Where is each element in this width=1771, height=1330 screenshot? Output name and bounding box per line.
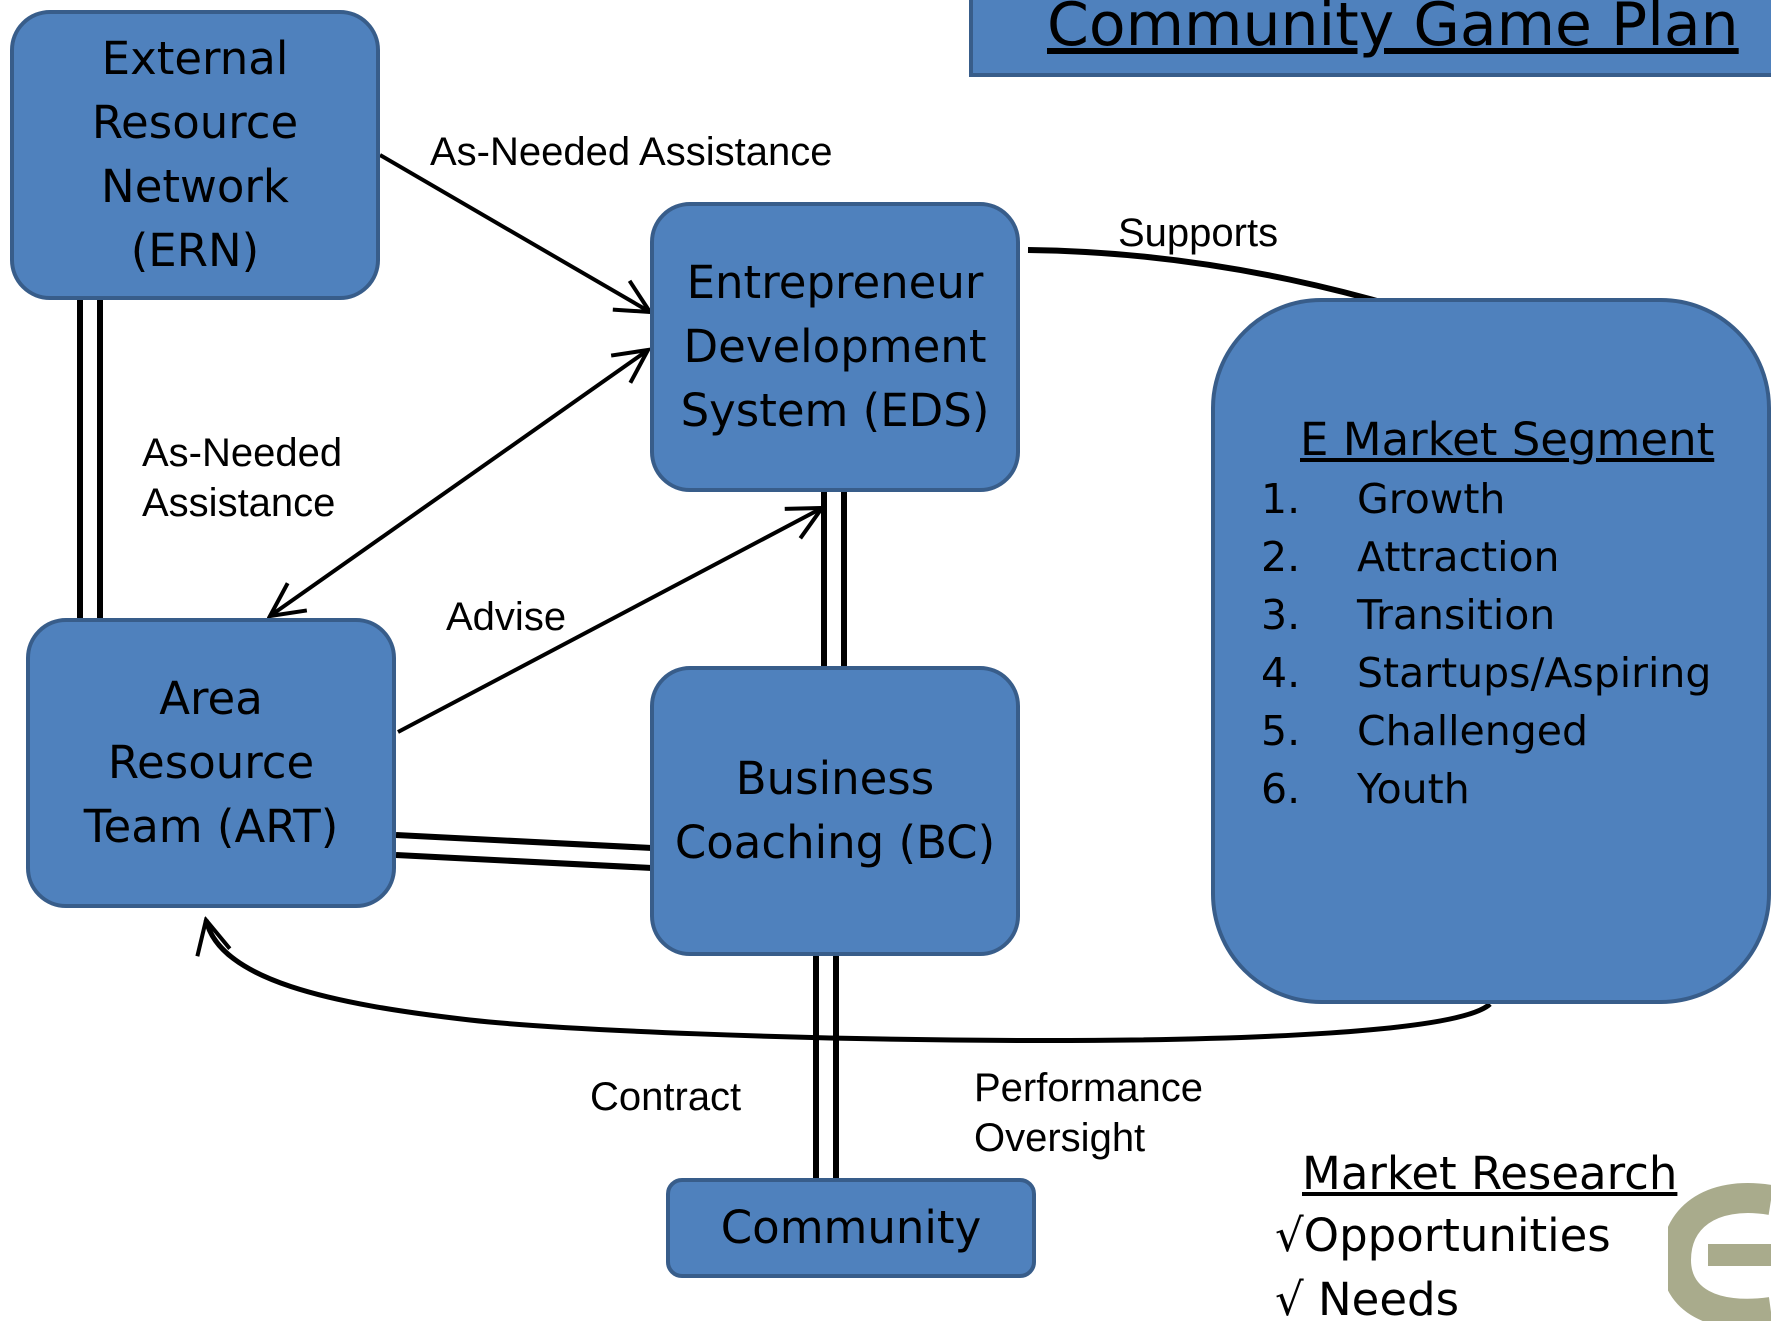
art-line: Team (ART)	[83, 800, 339, 853]
art-box[interactable]: Area Resource Team (ART)	[26, 618, 396, 908]
art-line: Resource	[107, 736, 315, 789]
market-research-item: √ Needs	[1275, 1273, 1460, 1326]
bc-line: Coaching (BC)	[674, 816, 996, 869]
art-line: Area	[159, 672, 263, 725]
market-research-item: √Opportunities	[1275, 1209, 1611, 1262]
segment-item: 5.Challenged	[1261, 707, 1589, 755]
label-supports: Supports	[1118, 211, 1279, 255]
segment-list: 1.Growth 2.Attraction 3.Transition 4.Sta…	[1261, 470, 1711, 818]
market-research-heading: Market Research	[1302, 1147, 1678, 1200]
segment-item: 4.Startups/Aspiring	[1261, 649, 1712, 697]
double-line-ern-art	[77, 300, 103, 620]
ern-box[interactable]: External Resource Network (ERN)	[10, 10, 380, 300]
eds-line: Development	[683, 320, 987, 373]
community-label: Community	[720, 1201, 982, 1254]
segment-item: 6.Youth	[1261, 765, 1470, 813]
segment-item: 1.Growth	[1261, 475, 1506, 523]
label-as-needed-assistance-left: As-Needed Assistance	[142, 431, 343, 525]
arrow-art-to-eds	[397, 508, 822, 734]
arrow-ern-to-eds	[378, 153, 650, 312]
arrow-segment-to-art	[206, 920, 1492, 1044]
eds-box[interactable]: Entrepreneur Development System (EDS)	[650, 202, 1020, 492]
e-logo-icon	[1668, 1183, 1771, 1321]
double-line-bc-community	[813, 956, 839, 1180]
double-line-eds-bc	[821, 492, 847, 668]
segment-item: 2.Attraction	[1261, 533, 1560, 581]
e-market-segment-box[interactable]	[1211, 298, 1771, 1004]
double-line-art-bc	[395, 832, 653, 871]
ern-line: External	[101, 32, 289, 85]
bc-line: Business	[735, 752, 935, 805]
label-as-needed-assistance-top: As-Needed Assistance	[430, 130, 833, 174]
label-advise: Advise	[446, 595, 567, 639]
segment-heading: E Market Segment	[1300, 413, 1715, 466]
ern-line: Network	[101, 160, 289, 213]
community-box[interactable]: Community	[666, 1178, 1036, 1278]
ern-line: (ERN)	[130, 224, 260, 277]
label-contract: Contract	[590, 1075, 742, 1119]
eds-line: System (EDS)	[680, 384, 990, 437]
label-performance-oversight: Performance Oversight	[974, 1066, 1203, 1160]
arrow-eds-art-bidirectional	[270, 350, 648, 616]
bc-box[interactable]: Business Coaching (BC)	[650, 666, 1020, 956]
title-banner	[969, 0, 1771, 77]
segment-item: 3.Transition	[1261, 591, 1556, 639]
page-title: Community Game Plan	[1047, 0, 1739, 60]
eds-line: Entrepreneur	[686, 256, 984, 309]
ern-line: Resource	[91, 96, 299, 149]
